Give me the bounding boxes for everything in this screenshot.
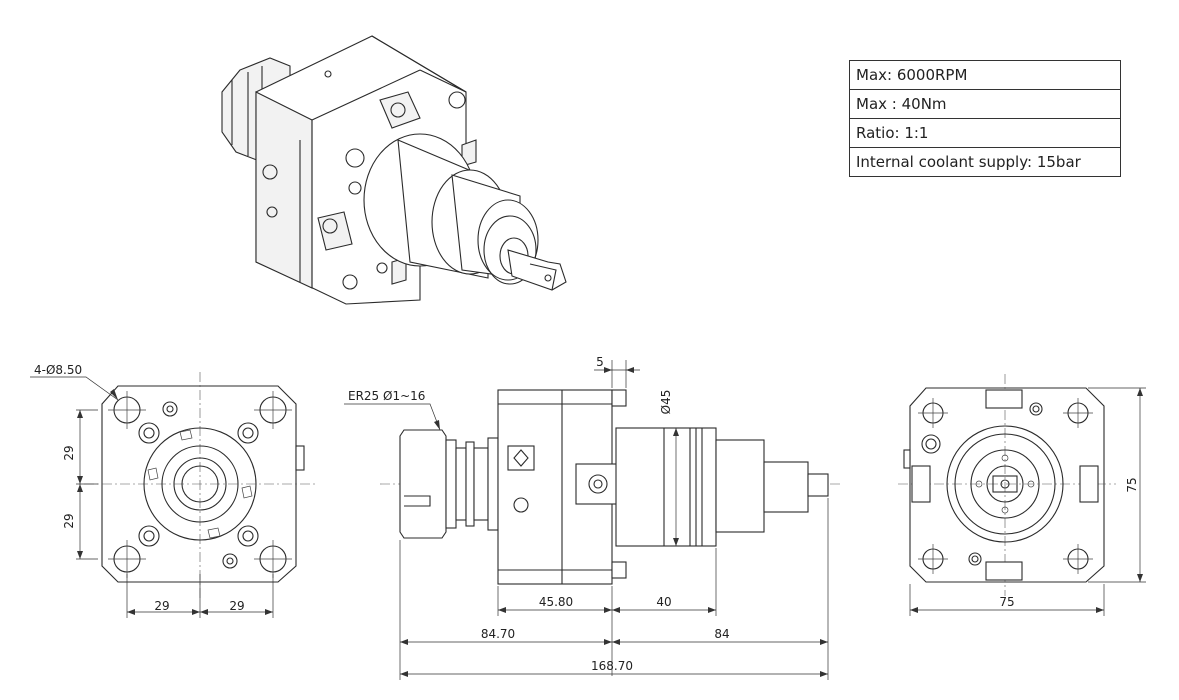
dim-side-diameter: Ø45 [659,390,673,415]
front-view: 29 29 29 29 4-Ø8.50 [30,363,316,618]
spec-ratio: Ratio: 1:1 [849,118,1121,148]
dim-left-horizontal-left: 29 [154,599,169,613]
dim-rear-height: 75 [1125,477,1139,492]
side-view: 5 Ø45 ER25 Ø1~16 45.80 40 84.70 84 168.7… [344,355,842,680]
collet-callout: ER25 Ø1~16 [348,389,425,403]
dim-side-45-80: 45.80 [539,595,573,609]
dim-side-total: 168.70 [591,659,633,673]
spec-table: Max: 6000RPM Max : 40Nm Ratio: 1:1 Inter… [849,60,1121,177]
dim-side-offset: 5 [596,355,604,369]
isometric-view [221,35,567,305]
spec-coolant: Internal coolant supply: 15bar [849,147,1121,177]
dim-side-40: 40 [656,595,671,609]
dim-side-84: 84 [714,627,729,641]
spec-max-rpm: Max: 6000RPM [849,60,1121,90]
dim-left-horizontal-right: 29 [229,599,244,613]
spec-max-torque: Max : 40Nm [849,89,1121,119]
dim-left-vertical-top: 29 [62,445,76,460]
dim-rear-width: 75 [999,595,1014,609]
dim-left-vertical-bottom: 29 [62,513,76,528]
rear-view: 75 75 [898,374,1146,616]
holes-callout: 4-Ø8.50 [34,363,82,377]
dim-side-84-70: 84.70 [481,627,515,641]
